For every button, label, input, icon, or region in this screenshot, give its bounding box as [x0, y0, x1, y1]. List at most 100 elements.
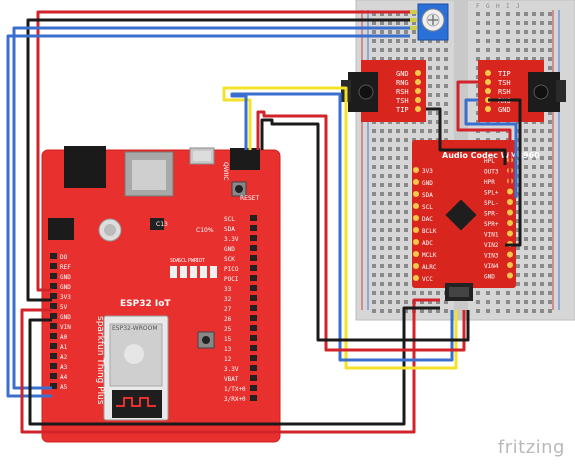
breadboard-hole [540, 201, 544, 205]
breadboard-hole [524, 201, 528, 205]
breadboard-hole [404, 246, 408, 250]
breadboard-hole [372, 228, 376, 232]
esp32-right-pin [250, 235, 257, 241]
breadboard-hole [516, 129, 520, 133]
breadboard-hole [548, 309, 552, 313]
breadboard-hole [476, 300, 480, 304]
breadboard-hole [548, 300, 552, 304]
breadboard-hole [388, 300, 392, 304]
breadboard-hole [496, 291, 500, 295]
breadboard-hole [516, 210, 520, 214]
esp32-title: ESP32 IoT [120, 299, 171, 309]
breadboard-hole [548, 237, 552, 241]
esp32-right-pin [250, 265, 257, 271]
breadboard-hole [404, 48, 408, 52]
codec-left-label: BCLK [422, 228, 437, 235]
breadboard-hole [524, 246, 528, 250]
breadboard-hole [420, 300, 424, 304]
breadboard-hole [412, 21, 416, 25]
breadboard-hole [548, 246, 552, 250]
breadboard-hole [516, 309, 520, 313]
esp32-left-label: A1 [60, 344, 68, 351]
breadboard-hole [516, 273, 520, 277]
breadboard-hole [524, 300, 528, 304]
breadboard-hole [516, 165, 520, 169]
breadboard-hole [420, 291, 424, 295]
breadboard-hole [412, 291, 416, 295]
esp32-left-pin [50, 293, 57, 299]
esp32-right-pin [250, 245, 257, 251]
breadboard-hole [372, 291, 376, 295]
breadboard-hole [516, 48, 520, 52]
codec-right-label: VIN4 [484, 263, 499, 270]
breadboard-hole [548, 147, 552, 151]
breadboard-hole [548, 120, 552, 124]
breadboard-hole [444, 120, 448, 124]
breadboard-hole [436, 75, 440, 79]
breadboard-hole [372, 147, 376, 151]
breadboard-hole [380, 138, 384, 142]
esp32-right-label: 33 [224, 286, 232, 293]
esp32-right-label: 32 [224, 296, 232, 303]
esp32-left-pin [50, 283, 57, 289]
breadboard-hole [548, 228, 552, 232]
breadboard-hole [532, 300, 536, 304]
breadboard-hole [524, 255, 528, 259]
breadboard-hole [444, 75, 448, 79]
breadboard-hole [388, 273, 392, 277]
breadboard-hole [388, 309, 392, 313]
breadboard-hole [388, 48, 392, 52]
breadboard-hole [524, 264, 528, 268]
breadboard-hole [396, 138, 400, 142]
breadboard-hole [532, 237, 536, 241]
breadboard-hole [540, 57, 544, 61]
breadboard-hole [548, 129, 552, 133]
breadboard-hole [372, 282, 376, 286]
breadboard-hole [396, 156, 400, 160]
breadboard-hole [404, 255, 408, 259]
esp32-right-pin [250, 315, 257, 321]
breadboard-hole [428, 309, 432, 313]
esp32-right-label: 26 [224, 316, 232, 323]
breadboard-hole [476, 12, 480, 16]
breadboard-hole [540, 183, 544, 187]
breadboard-hole [516, 12, 520, 16]
breadboard-hole [516, 237, 520, 241]
codec-right-label: GND [484, 274, 495, 281]
codec-right-label: OUT3 [484, 169, 499, 176]
esp32-right-pin [250, 295, 257, 301]
breadboard-hole [428, 111, 432, 115]
breadboard-hole [412, 138, 416, 142]
breadboard-hole [380, 237, 384, 241]
breadboard-hole [396, 183, 400, 187]
jack-left-pins: GND RNG RSH TSH TIP [396, 70, 409, 114]
breadboard-hole [524, 30, 528, 34]
breadboard-hole [404, 237, 408, 241]
esp32-board: ESP32 IoT ESP32-WROOM sparkfun Thing Plu… [41, 146, 281, 443]
breadboard-hole [404, 174, 408, 178]
breadboard-hole [428, 84, 432, 88]
breadboard-hole [540, 237, 544, 241]
breadboard-hole [428, 48, 432, 52]
breadboard-hole [444, 66, 448, 70]
esp32-left-label: 5V [60, 304, 68, 311]
codec-right-pad [507, 262, 513, 268]
breadboard-hole [380, 264, 384, 268]
breadboard-hole [532, 48, 536, 52]
esp32-right-label: 27 [224, 306, 232, 313]
esp32-face-label: SDA [170, 258, 179, 264]
jack-left-pin-gnd: GND [396, 70, 409, 78]
esp32-right-label: 3.3V [224, 366, 239, 373]
breadboard-hole [506, 30, 510, 34]
breadboard-hole [496, 12, 500, 16]
codec-left-pad [413, 179, 419, 185]
breadboard-hole [372, 255, 376, 259]
esp32-right-pin [250, 355, 257, 361]
esp32-right-label: 12 [224, 356, 232, 363]
jack-right-pins: TIP TSH RSH RNG GND [498, 70, 511, 114]
breadboard-hole [548, 201, 552, 205]
breadboard-hole [548, 30, 552, 34]
esp32-right-pin [250, 385, 257, 391]
breadboard-hole [532, 219, 536, 223]
